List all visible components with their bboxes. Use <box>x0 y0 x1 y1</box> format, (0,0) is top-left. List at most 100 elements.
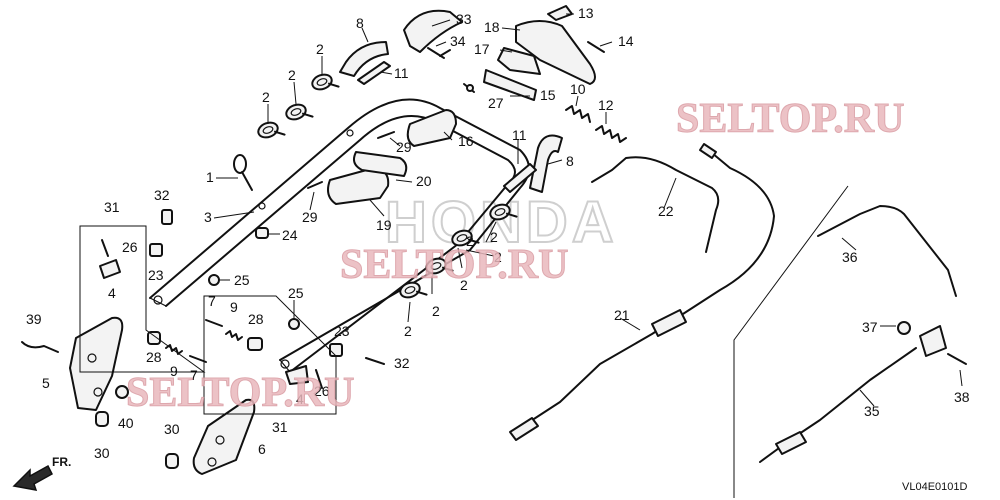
callout-28a: 28 <box>248 311 264 327</box>
callout-36: 36 <box>842 249 858 265</box>
cap-28a <box>247 337 263 351</box>
assembly-box-31a <box>79 225 206 373</box>
clip-27 <box>466 84 474 92</box>
callout-2f: 2 <box>432 303 440 319</box>
cable-adjuster-35 <box>775 431 807 455</box>
callout-31b: 31 <box>272 419 288 435</box>
callout-2c: 2 <box>262 89 270 105</box>
callout-18: 18 <box>484 19 500 35</box>
direction-label: FR. <box>52 455 71 469</box>
bolt-32-lower <box>365 357 385 365</box>
eye-bolt <box>233 154 253 191</box>
spring-12 <box>595 125 627 143</box>
bolt-32-upper <box>161 209 173 225</box>
collar-30b <box>165 453 179 469</box>
lever-screw <box>427 47 451 59</box>
lever-grip <box>497 47 541 75</box>
lever-slide <box>483 69 537 101</box>
callout-2d: 2 <box>494 249 502 265</box>
cable-adjuster <box>651 309 687 337</box>
grip-cover-upper <box>339 41 389 77</box>
callout-31a: 31 <box>104 199 120 215</box>
callout-9a: 9 <box>230 299 238 315</box>
lever-cap <box>547 5 573 21</box>
pin-26b <box>315 369 323 389</box>
screw-29a <box>377 131 395 139</box>
front-direction-arrow: FR. <box>12 455 71 491</box>
brand-mark: HONDA <box>385 190 618 255</box>
spring-9a <box>225 330 243 341</box>
cable-clamp-group <box>257 73 518 299</box>
callout-20: 20 <box>416 173 432 189</box>
label-upper <box>357 61 391 85</box>
callout-27: 27 <box>488 95 504 111</box>
callout-29b: 29 <box>302 209 318 225</box>
callout-32b: 32 <box>394 355 410 371</box>
callout-29a: 29 <box>396 139 412 155</box>
callout-28b: 28 <box>146 349 162 365</box>
collar-30a <box>95 411 109 427</box>
control-rod-36 <box>817 205 957 297</box>
callout-14: 14 <box>618 33 634 49</box>
bolt-38 <box>947 353 967 365</box>
callout-37: 37 <box>862 319 878 335</box>
nut-23-lower <box>329 343 343 357</box>
callout-8b: 8 <box>566 153 574 169</box>
cap-28b <box>147 331 161 345</box>
callout-3: 3 <box>204 209 212 225</box>
callout-12: 12 <box>598 97 614 113</box>
cable-bracket <box>919 325 947 357</box>
callout-30a: 30 <box>94 445 110 461</box>
callout-1: 1 <box>206 169 214 185</box>
callout-34: 34 <box>450 33 466 49</box>
callout-38: 38 <box>954 389 970 405</box>
callout-17: 17 <box>474 41 490 57</box>
reference-code: VL04E0101D <box>902 481 967 493</box>
callout-11a: 11 <box>394 65 409 81</box>
callout-4b: 4 <box>296 391 304 407</box>
cover-plate <box>353 151 408 177</box>
callouts: 8 2 2 2 11 33 34 18 13 14 17 15 27 10 12… <box>26 5 970 461</box>
callout-15: 15 <box>540 87 556 103</box>
callout-10: 10 <box>570 81 586 97</box>
plate-4b <box>285 365 309 385</box>
bracket-right <box>192 398 256 475</box>
watermark-top: SELTOP.RU <box>676 96 904 142</box>
callout-5: 5 <box>42 375 50 391</box>
callout-4a: 4 <box>108 285 116 301</box>
callout-23b: 23 <box>334 323 350 339</box>
grip-cover-lower <box>529 134 563 193</box>
callout-30b: 30 <box>164 421 180 437</box>
callout-25b: 25 <box>288 285 304 301</box>
callout-6: 6 <box>258 441 266 457</box>
cable-holder <box>406 109 457 147</box>
callout-33: 33 <box>456 11 472 27</box>
callout-2i: 2 <box>466 233 474 249</box>
pin-26a <box>101 239 109 257</box>
callout-26a: 26 <box>122 239 138 255</box>
callout-32a: 32 <box>154 187 170 203</box>
callout-22: 22 <box>658 203 674 219</box>
throttle-cable <box>519 147 775 429</box>
assembly-box-31b <box>203 295 337 415</box>
watermark-bottom: SELTOP.RU <box>126 370 354 416</box>
label-lower <box>503 163 537 193</box>
nut-37 <box>897 321 911 335</box>
callout-2b: 2 <box>288 67 296 83</box>
bolt-7a <box>205 319 223 327</box>
screw-29b <box>307 181 323 189</box>
inset-divider <box>733 185 849 498</box>
callout-39: 39 <box>26 311 42 327</box>
nut-40 <box>115 385 129 399</box>
callout-2e: 2 <box>460 277 468 293</box>
callout-7a: 7 <box>208 293 216 309</box>
bolt-7b <box>189 355 207 363</box>
callout-9b: 9 <box>170 363 178 379</box>
control-rod <box>591 156 720 253</box>
callout-24: 24 <box>282 227 298 243</box>
callout-2h: 2 <box>490 229 498 245</box>
watermark-middle: SELTOP.RU <box>340 242 568 288</box>
callout-40: 40 <box>118 415 134 431</box>
callout-26b: 26 <box>314 383 330 399</box>
collar-24 <box>255 227 269 239</box>
